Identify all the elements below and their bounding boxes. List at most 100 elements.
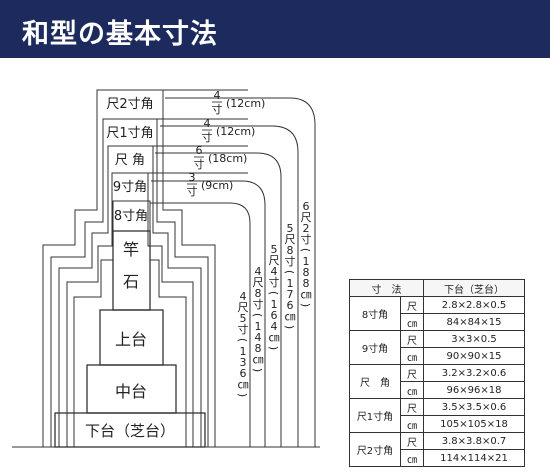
height-label-4a-char: 尺 [253, 276, 264, 289]
dim1-unit: 寸 [212, 102, 223, 116]
height-label-4b-char: 寸 [269, 275, 280, 289]
height-label-4b-char: ( [267, 291, 280, 295]
dim3-num: 6 [196, 144, 203, 157]
height-label-3-char: ( [236, 338, 249, 342]
outline-sun9 [66, 172, 194, 447]
unit-shaku: 尺 [400, 364, 424, 382]
height-label-4b-char: 4 [271, 265, 278, 278]
unit-cm: ㎝ [400, 415, 424, 433]
height-label-4a-char: 4 [255, 331, 262, 344]
value-cm: 84×84×15 [423, 313, 525, 331]
table-row-name: 8寸角 [349, 296, 401, 331]
height-label-6-char: 尺 [301, 211, 312, 224]
height-label-3-char: 3 [240, 356, 247, 369]
height-label-5-char: ( [283, 270, 296, 274]
dim2-cm: (12cm) [216, 125, 255, 138]
page-title: 和型の基本寸法 [22, 19, 218, 50]
label-sun8: 8寸角 [114, 209, 148, 224]
table-row-name: 尺 角 [349, 364, 401, 399]
outline-shaku1 [50, 118, 209, 447]
height-label-4b-char: 6 [271, 309, 278, 322]
height-label-5-char: 寸 [285, 254, 296, 268]
height-line-6 [165, 97, 316, 447]
height-label-6-char: ( [299, 248, 312, 252]
height-label-3-char: ㎝ [238, 378, 249, 391]
value-cm: 90×90×15 [423, 347, 525, 365]
height-label-6-char: 8 [303, 277, 310, 290]
dim4-num: 3 [189, 171, 196, 184]
height-label-3-char: 5 [240, 312, 247, 325]
unit-cm: ㎝ [400, 313, 424, 331]
value-shaku: 3×3×0.5 [423, 330, 525, 348]
height-label-6-char: ㎝ [301, 288, 312, 301]
dim1-cm: (12cm) [226, 97, 265, 110]
dim3-cm: (18cm) [208, 152, 247, 165]
height-label-3-char: ) [236, 393, 249, 397]
label-jodai: 上台 [115, 330, 147, 349]
unit-shaku: 尺 [400, 330, 424, 348]
unit-shaku: 尺 [400, 296, 424, 314]
table-header-gedai: 下台（芝台） [423, 279, 525, 297]
value-cm: 96×96×18 [423, 381, 525, 399]
height-label-3-char: 寸 [238, 322, 249, 336]
height-label-6-char: 2 [303, 222, 310, 235]
value-shaku: 3.2×3.2×0.6 [423, 364, 525, 382]
dim4-cm: (9cm) [201, 179, 233, 192]
height-line-4b [155, 152, 282, 447]
height-label-6-char: 6 [303, 200, 310, 213]
height-label-4b-char: 尺 [269, 254, 280, 267]
height-label-4a-char: 8 [255, 287, 262, 300]
height-label-5-char: 8 [287, 244, 294, 257]
height-label-3-char: 4 [240, 290, 247, 303]
outline-shaku2 [42, 89, 216, 447]
dim2-unit: 寸 [202, 130, 213, 144]
height-label-4a-char: 8 [255, 342, 262, 355]
dim4-unit: 寸 [187, 184, 198, 198]
unit-shaku: 尺 [400, 432, 424, 450]
table-header-dimension: 寸 法 [349, 279, 424, 297]
height-label-5-char: 6 [287, 299, 294, 312]
height-label-6-char: 8 [303, 266, 310, 279]
height-label-5-char: 1 [287, 277, 294, 290]
height-label-3-char: 6 [240, 367, 247, 380]
label-shaku: 尺 角 [115, 153, 145, 168]
height-label-5-char: 7 [287, 288, 294, 301]
unit-cm: ㎝ [400, 347, 424, 365]
outline-sun8 [73, 200, 187, 447]
label-gedai: 下台（芝台） [85, 422, 175, 440]
height-label-4a-char: ) [251, 368, 264, 372]
height-label-3-char: 尺 [238, 301, 249, 314]
label-shaku2: 尺2寸角 [106, 97, 153, 112]
height-label-4b-char: ㎝ [269, 331, 280, 344]
title-bar: 和型の基本寸法 [0, 0, 550, 58]
value-shaku: 3.8×3.8×0.7 [423, 432, 525, 450]
table-row-name: 9寸角 [349, 330, 401, 365]
outline-shaku [58, 145, 202, 447]
height-label-6-char: 寸 [301, 232, 312, 246]
height-label-5-char: ) [283, 325, 296, 329]
height-line-3 [150, 202, 251, 447]
height-label-4b-char: 5 [271, 243, 278, 256]
label-shaku1: 尺1寸角 [106, 126, 153, 141]
height-label-5-char: ㎝ [285, 310, 296, 323]
height-label-3-char: 1 [240, 345, 247, 358]
height-label-4b-char: ) [267, 346, 280, 350]
height-label-6-char: 1 [303, 255, 310, 268]
height-label-5-char: 5 [287, 222, 294, 235]
value-shaku: 3.5×3.5×0.6 [423, 398, 525, 416]
value-cm: 105×105×18 [423, 415, 525, 433]
unit-shaku: 尺 [400, 398, 424, 416]
unit-cm: ㎝ [400, 449, 424, 467]
label-sun9: 9寸角 [113, 180, 147, 195]
height-label-4b-char: 1 [271, 298, 278, 311]
height-line-5 [160, 125, 299, 447]
label-nakadai: 中台 [115, 382, 147, 401]
